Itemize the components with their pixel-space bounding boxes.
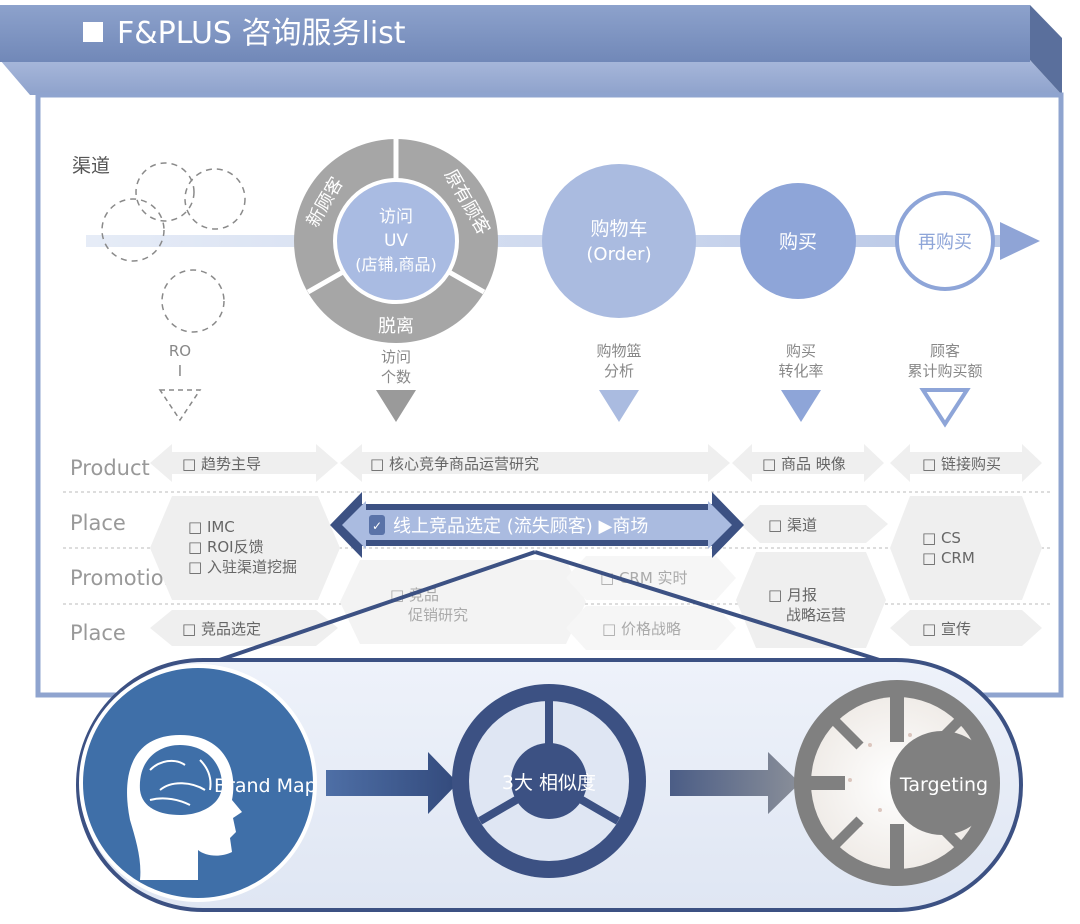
cart-metric-2: 分析 — [604, 362, 634, 380]
visit-center-1: 访问 — [379, 207, 413, 227]
buy-metric-2: 转化率 — [778, 362, 823, 380]
rebuy-triangle — [919, 388, 971, 428]
cart-center-1: 购物车 — [590, 218, 647, 240]
promotion-crm: □ CRM 实时 — [600, 569, 688, 587]
lock-icon — [369, 515, 385, 535]
flow-arrow-head — [1000, 222, 1040, 260]
buy-circle — [740, 183, 856, 299]
cart-triangle — [599, 390, 639, 422]
similarity-label: 3大 相似度 — [502, 772, 596, 794]
visit-metric-2: 个数 — [381, 368, 411, 386]
place-c4-1: □ CS — [922, 529, 961, 547]
promotion-c3-1: □ 月报 — [768, 586, 817, 604]
visit-triangle — [376, 390, 416, 422]
page-title: F&PLUS 咨询服务list — [117, 16, 406, 51]
place2-c4: □ 宣传 — [922, 620, 971, 638]
visit-center-2: UV — [384, 231, 408, 251]
roi-dashed-triangle — [158, 389, 202, 422]
header-banner: F&PLUS 咨询服务list — [0, 5, 1062, 95]
place-c1-2: □ ROI反馈 — [188, 538, 264, 556]
place-c4-hexagon — [890, 496, 1042, 600]
place-highlight-arrow — [330, 492, 744, 558]
arrow-brand-to-similarity — [326, 752, 458, 814]
place2-price-arrow — [566, 606, 736, 650]
channel-label: 渠道 — [72, 155, 110, 177]
cart-circle — [542, 164, 696, 318]
promotion-c2-2: 促销研究 — [408, 606, 468, 624]
product-c1: □ 趋势主导 — [182, 455, 261, 473]
promotion-crm-arrow — [566, 556, 736, 600]
visit-metric-1: 访问 — [381, 348, 411, 366]
place-c1-1: □ IMC — [188, 518, 235, 536]
product-arrows — [150, 444, 1042, 482]
rebuy-metric-1: 顾客 — [930, 342, 960, 360]
header-square-icon — [83, 22, 103, 42]
place2-c4-arrow — [890, 610, 1042, 646]
row-label-promotion: Promotion — [70, 566, 177, 590]
place-c3: □ 渠道 — [768, 516, 817, 534]
buy-center: 购买 — [779, 231, 817, 253]
buy-metric-1: 购买 — [786, 342, 816, 360]
funnel-line-left — [195, 550, 536, 670]
funnel-line-right — [534, 550, 906, 670]
product-c3: □ 商品 映像 — [762, 455, 846, 473]
rebuy-circle — [895, 191, 995, 291]
place2-price: □ 价格战略 — [602, 620, 681, 638]
lock-icon-mark: ✓ — [372, 519, 382, 533]
targeting-circle — [794, 680, 1000, 886]
roi-label-2: I — [178, 362, 182, 380]
visit-center-3: (店铺,商品) — [355, 255, 437, 274]
product-c4: □ 链接购买 — [922, 455, 1001, 473]
cart-center-2: (Order) — [586, 244, 651, 265]
arrow-similarity-to-targeting — [670, 752, 800, 814]
visit-ring — [294, 139, 498, 343]
promotion-c3-2: 战略运营 — [786, 606, 846, 624]
place-highlight-text: 线上竞品选定 (流失顾客) ▶商场 — [393, 516, 648, 537]
place-c1-3: □ 入驻渠道挖掘 — [188, 558, 297, 576]
place2-c1: □ 竞品选定 — [182, 620, 261, 638]
similarity-wheel — [452, 684, 646, 878]
place-c1-hexagon — [150, 496, 340, 600]
promotion-c3-hexagon — [736, 552, 886, 648]
place-c4-2: □ CRM — [922, 549, 975, 567]
rebuy-center: 再购买 — [918, 232, 972, 253]
channel-dashed-circles — [101, 162, 246, 333]
row-label-place-2: Place — [70, 621, 126, 645]
row-label-product: Product — [70, 456, 150, 480]
targeting-label: Targeting — [899, 774, 988, 796]
place-c3-arrow — [740, 505, 888, 543]
roi-label-1: RO — [169, 342, 191, 360]
buy-triangle — [781, 390, 821, 422]
promotion-c2-hexagon — [340, 560, 586, 644]
rebuy-metric-2: 累计购买额 — [907, 362, 982, 380]
brand-map-label: Brand Map — [214, 775, 317, 797]
brain-head-icon — [127, 735, 242, 880]
row-label-place: Place — [70, 511, 126, 535]
ring-churn: 脱离 — [378, 316, 414, 337]
product-c2: □ 核心竞争商品运营研究 — [370, 455, 539, 473]
cart-metric-1: 购物篮 — [596, 342, 641, 360]
